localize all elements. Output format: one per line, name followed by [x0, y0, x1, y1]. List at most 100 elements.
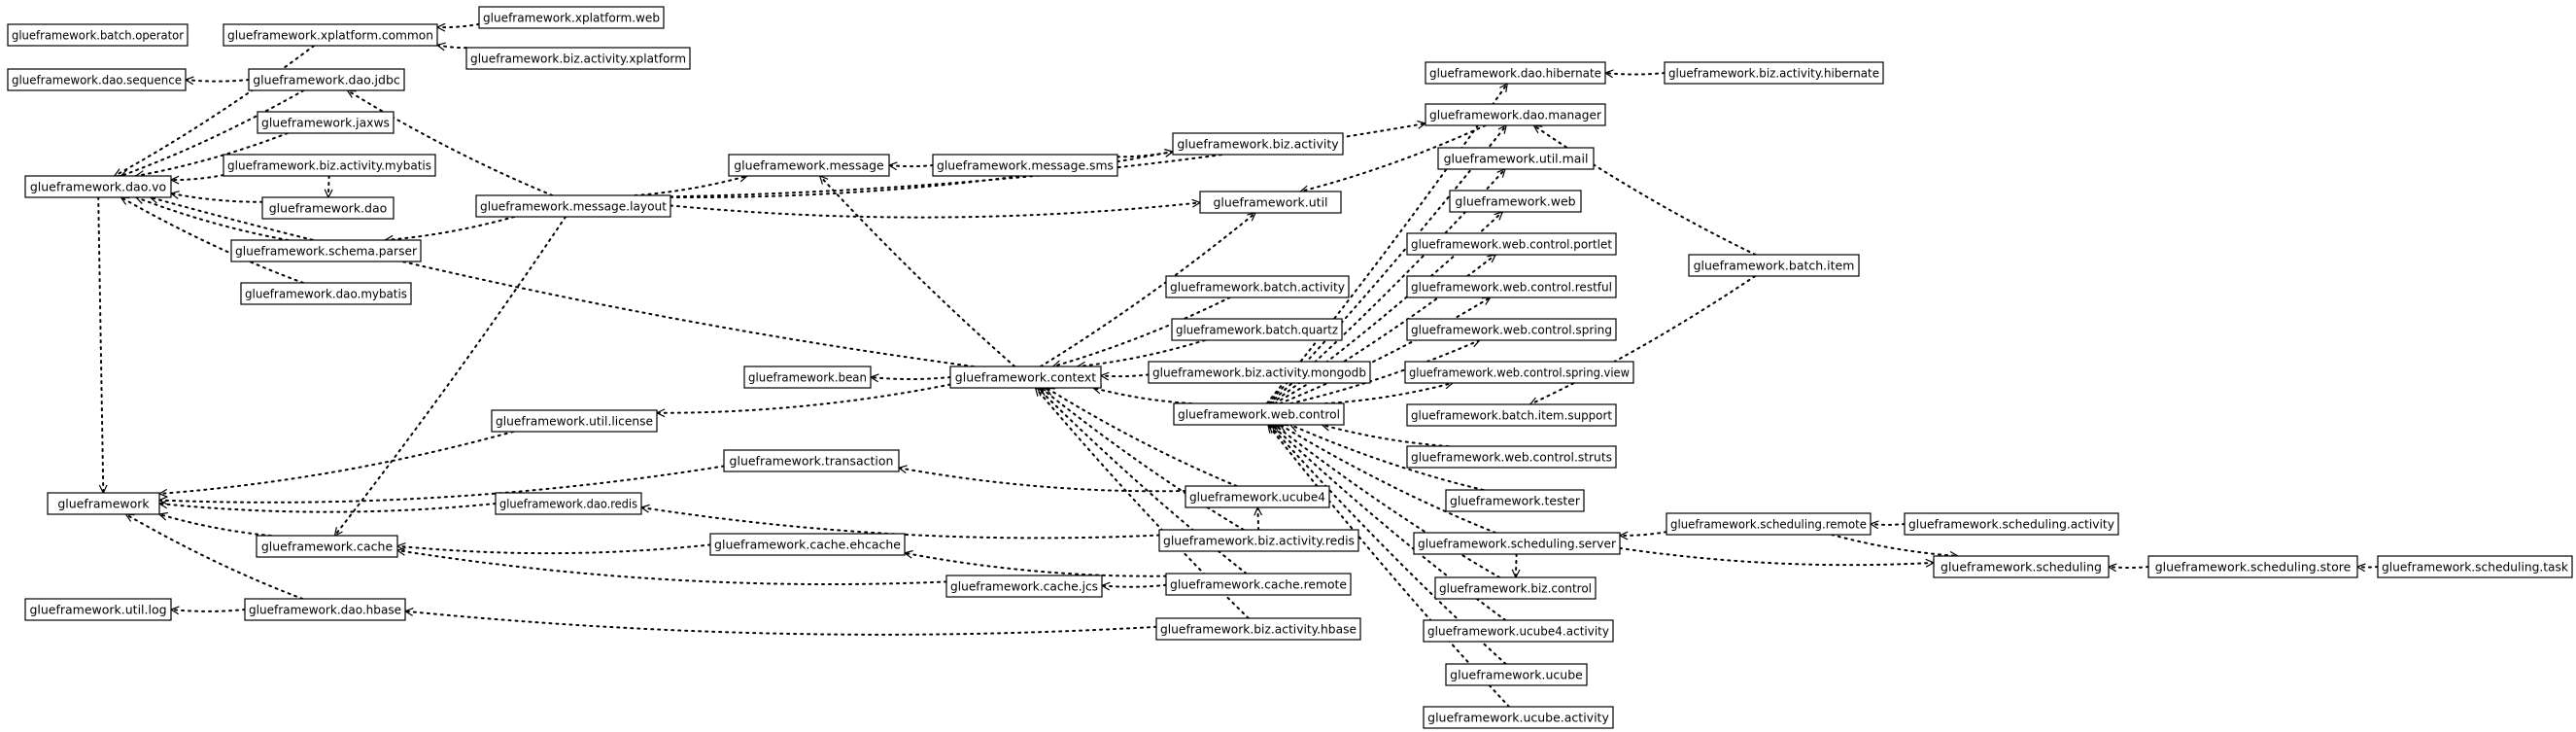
package-node-box[interactable] [723, 449, 900, 472]
package-node-scheduling_server[interactable]: glueframework.scheduling.server [1413, 532, 1621, 555]
package-node-web_control_spring_view[interactable]: glueframework.web.control.spring.view [1404, 361, 1634, 384]
package-node-box[interactable] [1413, 532, 1621, 555]
package-node-box[interactable] [1171, 318, 1343, 341]
package-node-dao[interactable]: glueframework.dao [261, 196, 395, 220]
package-node-xplatform_web[interactable]: glueframework.xplatform.web [478, 6, 665, 29]
package-node-box[interactable] [1933, 555, 2110, 578]
package-node-ucube4_activity[interactable]: glueframework.ucube4.activity [1423, 619, 1614, 643]
package-node-box[interactable] [1688, 254, 1860, 277]
package-node-box[interactable] [1664, 61, 1884, 85]
package-node-box[interactable] [2147, 555, 2358, 578]
package-node-box[interactable] [949, 366, 1102, 389]
package-node-box[interactable] [1434, 576, 1597, 600]
package-node-box[interactable] [240, 282, 412, 305]
package-node-box[interactable] [1445, 489, 1585, 512]
package-node-biz_activity[interactable]: glueframework.biz.activity [1172, 132, 1344, 156]
package-node-message_layout[interactable]: glueframework.message.layout [475, 194, 671, 218]
package-node-scheduling_remote[interactable]: glueframework.scheduling.remote [1666, 512, 1872, 536]
package-node-dao_manager[interactable]: glueframework.dao.manager [1425, 103, 1606, 126]
package-node-box[interactable] [1425, 61, 1606, 85]
package-node-box[interactable] [1185, 485, 1330, 508]
package-node-box[interactable] [2377, 555, 2573, 578]
package-node-cache_ehcache[interactable]: glueframework.cache.ehcache [709, 533, 906, 556]
package-node-box[interactable] [1406, 445, 1617, 469]
package-node-util[interactable]: glueframework.util [1199, 191, 1342, 214]
package-node-box[interactable] [1904, 512, 2119, 536]
package-node-bean[interactable]: glueframework.bean [743, 366, 872, 389]
package-node-dao_mybatis[interactable]: glueframework.dao.mybatis [240, 282, 412, 305]
package-node-box[interactable] [1423, 706, 1614, 729]
package-node-web_control_spring[interactable]: glueframework.web.control.spring [1406, 318, 1617, 341]
package-node-box[interactable] [1172, 132, 1344, 156]
package-node-scheduling_activity[interactable]: glueframework.scheduling.activity [1904, 512, 2119, 536]
package-node-context[interactable]: glueframework.context [949, 366, 1102, 389]
package-node-biz_activity_mongodb[interactable]: glueframework.biz.activity.mongodb [1148, 361, 1371, 384]
package-node-transaction[interactable]: glueframework.transaction [723, 449, 900, 472]
package-node-web[interactable]: glueframework.web [1449, 190, 1582, 213]
package-node-box[interactable] [728, 154, 890, 177]
package-node-util_mail[interactable]: glueframework.util.mail [1437, 147, 1595, 170]
package-node-jaxws[interactable]: glueframework.jaxws [257, 111, 395, 134]
package-node-batch_item[interactable]: glueframework.batch.item [1688, 254, 1860, 277]
package-node-message[interactable]: glueframework.message [728, 154, 890, 177]
package-node-box[interactable] [24, 175, 172, 198]
package-node-dao_vo[interactable]: glueframework.dao.vo [24, 175, 172, 198]
package-node-box[interactable] [1158, 529, 1359, 552]
package-node-web_tester[interactable]: glueframework.tester [1445, 489, 1585, 512]
package-node-glueframework[interactable]: glueframework [47, 492, 160, 515]
package-node-box[interactable] [7, 23, 189, 47]
package-node-box[interactable] [1406, 318, 1617, 341]
package-node-box[interactable] [257, 111, 395, 134]
package-node-xplatform_common[interactable]: glueframework.xplatform.common [223, 23, 438, 47]
package-node-box[interactable] [230, 239, 422, 262]
package-node-box[interactable] [7, 68, 187, 91]
package-node-biz_activity_xplatform[interactable]: glueframework.biz.activity.xplatform [465, 47, 691, 70]
package-node-dao_hibernate[interactable]: glueframework.dao.hibernate [1425, 61, 1606, 85]
package-node-dao_hbase[interactable]: glueframework.dao.hbase [244, 598, 406, 621]
package-node-web_control_struts[interactable]: glueframework.web.control.struts [1406, 445, 1617, 469]
package-node-dao_redis[interactable]: glueframework.dao.redis [495, 492, 642, 515]
package-node-box[interactable] [475, 194, 671, 218]
package-node-web_control_restful[interactable]: glueframework.web.control.restful [1406, 275, 1617, 298]
package-node-box[interactable] [465, 47, 691, 70]
package-node-util_license[interactable]: glueframework.util.license [491, 409, 658, 433]
package-node-web_control[interactable]: glueframework.web.control [1173, 402, 1345, 426]
package-node-scheduling_task[interactable]: glueframework.scheduling.task [2377, 555, 2573, 578]
package-node-box[interactable] [491, 409, 658, 433]
package-node-box[interactable] [1155, 617, 1361, 641]
package-node-cache_remote[interactable]: glueframework.cache.remote [1165, 573, 1352, 596]
package-node-web_control_portlet[interactable]: glueframework.web.control.portlet [1406, 232, 1617, 256]
package-node-box[interactable] [1199, 191, 1342, 214]
package-node-message_sms[interactable]: glueframework.message.sms [932, 154, 1118, 177]
package-node-box[interactable] [945, 575, 1103, 598]
package-node-schema_parser[interactable]: glueframework.schema.parser [230, 239, 422, 262]
package-node-scheduling_store[interactable]: glueframework.scheduling.store [2147, 555, 2358, 578]
package-node-batch_operator[interactable]: glueframework.batch.operator [7, 23, 189, 47]
package-node-cache[interactable]: glueframework.cache [256, 535, 398, 558]
package-node-ucube[interactable]: glueframework.ucube [1445, 663, 1588, 686]
package-node-box[interactable] [1425, 103, 1606, 126]
package-node-box[interactable] [1666, 512, 1872, 536]
package-node-biz_activity_redis[interactable]: glueframework.biz.activity.redis [1158, 529, 1359, 552]
package-node-box[interactable] [244, 598, 406, 621]
package-node-util_log[interactable]: glueframework.util.log [24, 598, 172, 621]
package-node-box[interactable] [1406, 232, 1617, 256]
package-node-box[interactable] [1165, 275, 1350, 298]
package-node-box[interactable] [248, 68, 405, 91]
package-node-box[interactable] [1445, 663, 1588, 686]
package-node-scheduling[interactable]: glueframework.scheduling [1933, 555, 2110, 578]
package-node-box[interactable] [47, 492, 160, 515]
package-node-dao_sequence[interactable]: glueframework.dao.sequence [7, 68, 187, 91]
package-node-ucube_activity[interactable]: glueframework.ucube.activity [1423, 706, 1614, 729]
package-node-batch_quartz[interactable]: glueframework.batch.quartz [1171, 318, 1343, 341]
package-node-box[interactable] [932, 154, 1118, 177]
package-node-box[interactable] [1423, 619, 1614, 643]
package-node-box[interactable] [1404, 361, 1634, 384]
package-node-box[interactable] [495, 492, 642, 515]
package-node-box[interactable] [1406, 275, 1617, 298]
package-node-box[interactable] [223, 154, 436, 177]
package-node-box[interactable] [478, 6, 665, 29]
package-node-box[interactable] [256, 535, 398, 558]
package-node-box[interactable] [223, 23, 438, 47]
package-node-box[interactable] [1173, 402, 1345, 426]
